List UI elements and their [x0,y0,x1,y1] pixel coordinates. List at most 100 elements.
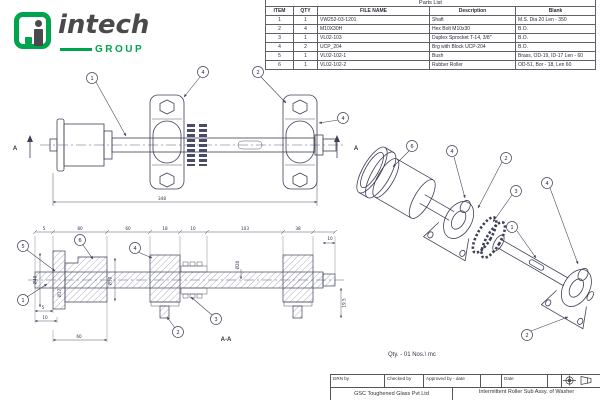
svg-text:10: 10 [327,236,333,241]
iso-balloon-bearing-left: 4 [446,145,466,199]
checked-by-cell: Checked by [385,375,424,387]
balloon-bolt-section: 2 [166,316,184,338]
drawing-title: Intermittent Roller Sub Assy. of Washer [478,389,575,395]
logo-i-dot [35,20,42,27]
section-letter-left: A [13,146,18,152]
svg-text:1: 1 [510,225,513,231]
overall-dimension: 348 [52,157,318,206]
svg-text:Ø17: Ø17 [57,288,62,297]
title-block-row2: GSC Toughened Glass Pvt Ltd Intermittent… [331,388,600,400]
svg-text:4: 4 [450,149,454,155]
svg-text:3: 3 [514,189,517,195]
balloon-bolt: 2 [252,66,287,104]
shaft [111,137,316,153]
pillow-block-left [149,94,185,190]
svg-text:1: 1 [90,76,93,82]
front-view: A A [13,66,359,206]
duplex-sprocket [187,124,207,166]
company-name: GSC Toughened Glass Pvt Ltd [331,388,453,400]
section-view: 5 80 60 18 10 103 38 10 Ø48 Ø17 Ø50 Ø20 [17,226,347,343]
diameter-dimensions: Ø48 Ø17 Ø50 Ø20 [33,252,243,308]
drn-by-cell: DRN by [331,375,385,387]
iso-balloon-bearing-right: 4 [541,177,579,265]
balloon-roller: 6 [74,234,94,260]
svg-text:2: 2 [176,330,179,336]
title-block-row1: DRN by Checked by Approved by - date Dat… [331,375,600,388]
overall-dim-text: 348 [158,196,166,201]
top-dimension-chain: 5 80 60 18 10 103 38 10 [32,226,338,274]
section-arrow-left: A [13,135,33,158]
balloon-bearing-right: 4 [318,112,349,124]
iso-balloon-bolt: 2 [477,152,512,209]
projection-symbol-cell [562,375,598,387]
svg-text:2: 2 [525,333,528,339]
iso-balloon-shaft: 1 [506,221,537,259]
svg-text:38: 38 [295,226,301,231]
logo-rule [60,47,92,52]
svg-text:103: 103 [241,226,249,231]
logo-green-foot [25,37,32,44]
svg-text:6: 6 [78,238,81,244]
svg-text:4: 4 [545,181,549,187]
balloon-bearing: 4 [129,242,153,259]
logo-square-icon [14,12,51,49]
svg-text:10: 10 [190,226,196,231]
logo-i-stem [34,29,43,46]
balloon-bush: 5 [17,240,56,272]
section-arrow-right: A [334,135,359,158]
svg-text:5: 5 [43,226,46,231]
iso-view: 6 4 2 3 4 1 2 [356,140,600,358]
balloon-bearing-left: 4 [183,66,209,98]
company-logo: intech GROUP [14,10,149,58]
iso-balloon-roller: 6 [392,140,418,168]
svg-text:2: 2 [256,70,259,76]
svg-text:Ø50: Ø50 [108,276,113,285]
roller-section [64,256,108,303]
svg-text:4: 4 [201,70,205,76]
svg-text:Ø48: Ø48 [33,275,38,284]
bottom-dimensions: 5 10 60 19.5 [34,287,347,342]
svg-text:4: 4 [133,246,137,252]
pillow-block-right [282,94,318,190]
iso-balloon-bolt-bottom: 2 [521,316,569,341]
logo-group-row: GROUP [60,44,144,55]
parts-list-table: Parts List ITEM QTY FILE NAME Descriptio… [265,0,596,70]
svg-text:10: 10 [42,315,48,320]
approved-by-cell: Approved by - date [424,375,481,387]
shaft-stub [322,138,337,152]
svg-text:4: 4 [341,116,345,122]
bearing-right-section [282,254,314,319]
logo-name: intech [58,10,150,40]
svg-text:5: 5 [21,244,24,250]
svg-text:Ø20: Ø20 [235,260,240,269]
cell-blank: OD-51, Bor - 18, Len 60 [515,60,596,70]
svg-text:18: 18 [162,226,168,231]
shaft-stub-section [322,273,336,287]
balloon-shaft: 1 [86,72,127,137]
empty-cell [548,375,562,387]
empty-cell [481,375,502,387]
svg-text:6: 6 [410,144,413,150]
balloon-sprocket-section: 3 [190,296,222,325]
balloon-shaft-section: 1 [17,283,48,306]
flange-section [52,250,66,310]
svg-text:2: 2 [504,156,507,162]
svg-text:80: 80 [77,226,83,231]
date-cell: Date [502,375,548,387]
svg-text:3: 3 [214,317,217,323]
keyway-slot [237,140,263,150]
svg-text:19.5: 19.5 [342,298,347,308]
svg-text:1: 1 [21,298,24,304]
title-block: DRN by Checked by Approved by - date Dat… [330,374,600,400]
section-label: A-A [221,337,232,343]
iso-balloon-sprocket: 3 [492,185,522,223]
logo-group-label: GROUP [95,44,145,55]
sprocket-section [180,261,208,299]
third-angle-projection-icon [563,375,592,386]
bearing-mid-section [149,254,181,319]
